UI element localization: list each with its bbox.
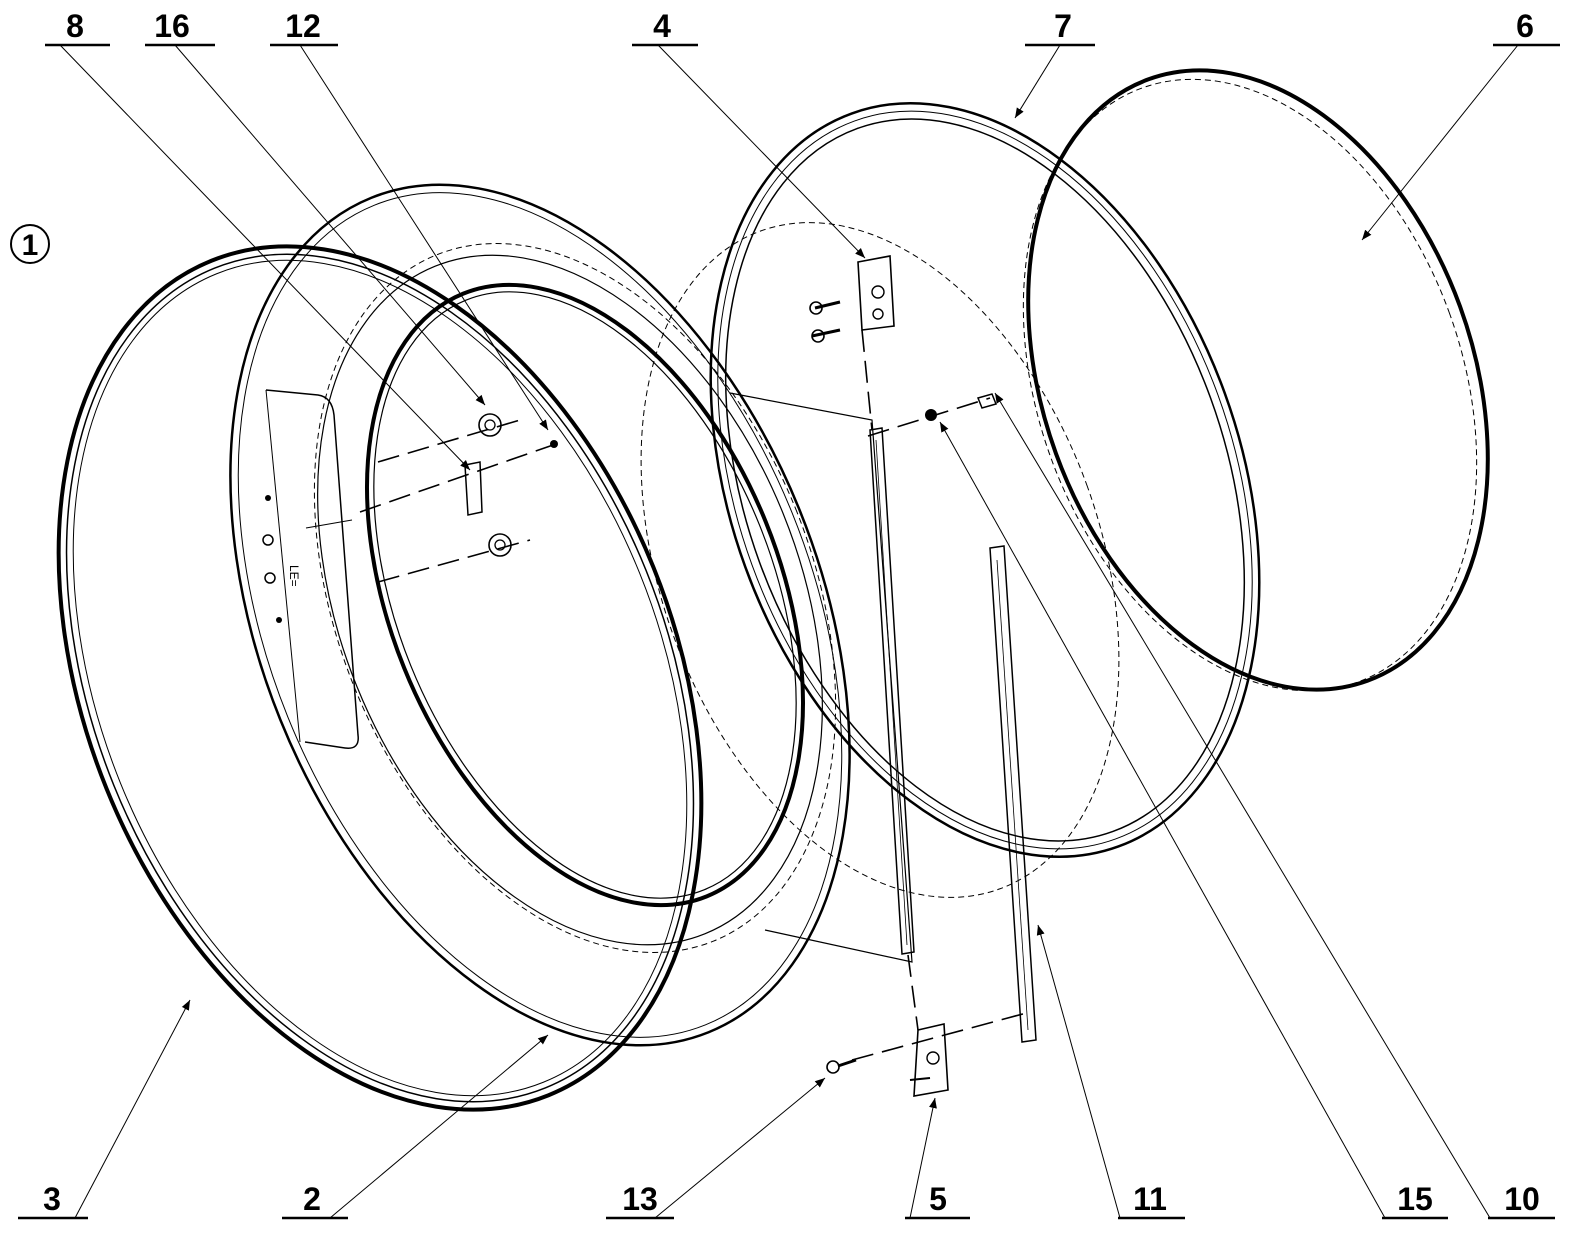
callout-16: 16 [145, 8, 215, 47]
callout-7: 7 [1025, 8, 1095, 47]
callout-label: 10 [1504, 1181, 1540, 1217]
leader-lines [59, 44, 1519, 1219]
callout-8: 8 [45, 8, 110, 47]
frame-screws: LE= [262, 495, 301, 623]
callout-label: 5 [929, 1181, 947, 1217]
callout-13: 13 [606, 1181, 674, 1220]
inner-door-frame [640, 102, 1261, 963]
callout-label: 15 [1397, 1181, 1433, 1217]
svg-text:LE=: LE= [287, 565, 301, 587]
callout-12: 12 [270, 8, 338, 47]
upper-hinge [809, 255, 895, 343]
assembly-lines [359, 329, 1031, 1061]
door-frame [229, 183, 851, 1047]
callout-4: 4 [632, 8, 698, 47]
lower-screw [826, 1058, 857, 1074]
assembly-marker: 1 [10, 224, 50, 264]
callout-label: 3 [43, 1181, 61, 1217]
callout-label: 12 [285, 8, 321, 44]
callout-label: 6 [1516, 8, 1534, 44]
callout-label: 13 [622, 1181, 658, 1217]
callout-label: 2 [303, 1181, 321, 1217]
door-glass [1022, 68, 1490, 692]
callout-label: 11 [1133, 1181, 1167, 1217]
assembly-number: 1 [22, 229, 39, 262]
outer-trim-ring [56, 244, 704, 1112]
hinge-strip [869, 427, 915, 955]
callout-3: 3 [18, 1181, 88, 1220]
lower-hinge [909, 1023, 949, 1097]
callout-2: 2 [282, 1181, 348, 1220]
callout-11: 11 [1118, 1181, 1185, 1220]
callout-label: 7 [1054, 8, 1072, 44]
callout-6: 6 [1493, 8, 1560, 47]
latch-parts [464, 413, 558, 557]
callout-15: 15 [1382, 1181, 1448, 1220]
callout-label: 16 [154, 8, 190, 44]
callout-10: 10 [1488, 1181, 1555, 1220]
callout-label: 8 [66, 8, 84, 44]
callout-5: 5 [905, 1181, 970, 1220]
door-strip [989, 545, 1037, 1043]
callout-label: 4 [653, 8, 671, 44]
